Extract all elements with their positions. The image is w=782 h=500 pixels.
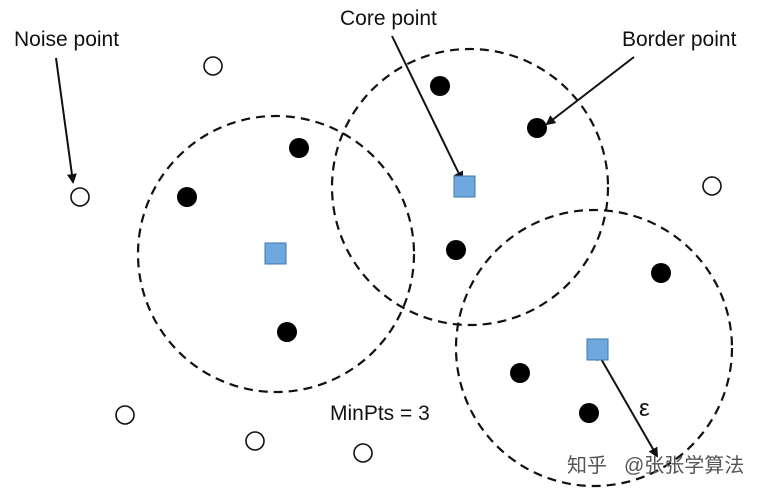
epsilon-label: ε	[639, 395, 650, 422]
watermark-site: 知乎	[567, 454, 607, 477]
cluster-point	[430, 76, 450, 96]
cluster-point	[579, 403, 599, 423]
noise-point	[702, 176, 722, 196]
watermark: 知乎 @张张学算法	[567, 454, 744, 477]
noise-point	[70, 187, 90, 207]
epsilon-arrow	[596, 350, 658, 458]
cluster-point	[446, 240, 466, 260]
noise-points	[70, 56, 722, 463]
noise-point	[115, 405, 135, 425]
cluster-points	[177, 76, 671, 423]
neighborhood-circle-top	[330, 47, 610, 327]
cluster-point	[510, 363, 530, 383]
core-arrow	[391, 35, 463, 182]
core-points	[264, 175, 609, 361]
cluster-point	[651, 263, 671, 283]
neighborhood-circle-left	[136, 114, 416, 394]
cluster-point	[177, 187, 197, 207]
core-point	[586, 338, 609, 361]
noise-point	[245, 431, 265, 451]
minpts-label: MinPts = 3	[330, 402, 430, 425]
core-point	[264, 242, 287, 265]
noise-point	[353, 443, 373, 463]
noise-point	[203, 56, 223, 76]
border-arrow	[545, 56, 635, 126]
core-point	[453, 175, 476, 198]
neighborhood-circle-right	[454, 208, 734, 488]
border-point-label: Border point	[622, 28, 737, 51]
border-point	[527, 118, 547, 138]
neighborhood-circles	[136, 47, 734, 488]
noise-point-label: Noise point	[14, 28, 119, 51]
watermark-author: @张张学算法	[624, 454, 744, 477]
noise-arrow	[55, 57, 77, 184]
cluster-point	[289, 138, 309, 158]
core-point-label: Core point	[340, 7, 437, 30]
cluster-point	[277, 322, 297, 342]
arrows	[55, 35, 658, 458]
